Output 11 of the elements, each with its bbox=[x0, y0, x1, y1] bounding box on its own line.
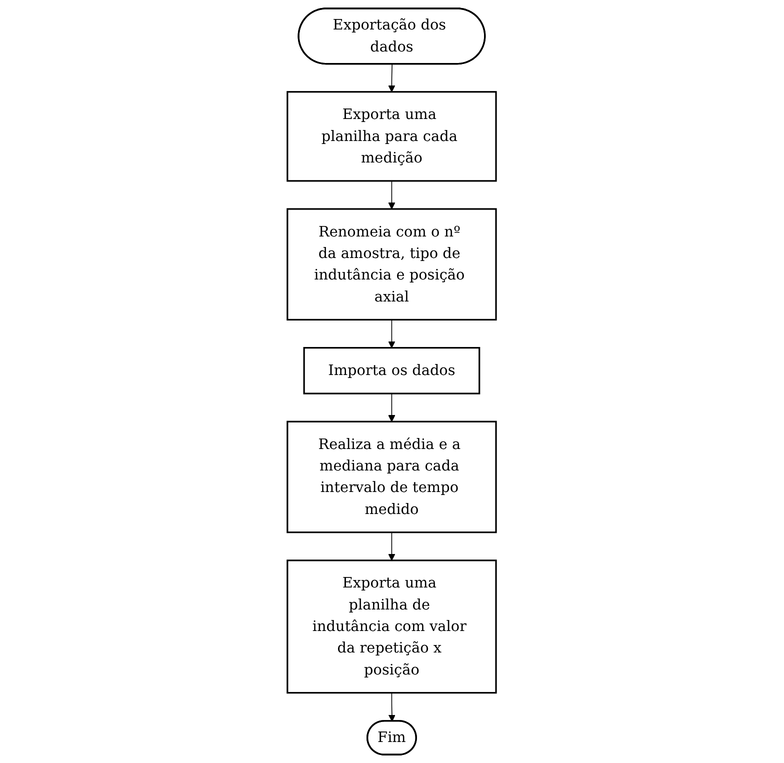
arrow bbox=[388, 319, 396, 348]
node-box: Importa os dados bbox=[304, 347, 480, 394]
arrow bbox=[388, 692, 396, 722]
node-box: Realiza a média e a mediana para cada intervalo de tempo medido bbox=[286, 420, 498, 534]
node-box: Exporta uma planilha para cada medição bbox=[286, 91, 498, 182]
node-box: Exporta uma planilha de indutância com valor da repetição x posição bbox=[286, 560, 498, 694]
arrow bbox=[388, 64, 396, 92]
arrow bbox=[388, 180, 396, 210]
arrow bbox=[388, 532, 396, 561]
arrow bbox=[388, 393, 396, 422]
node-box: Renomeia com o nº da amostra, tipo de indutância e posição axial bbox=[286, 208, 498, 321]
